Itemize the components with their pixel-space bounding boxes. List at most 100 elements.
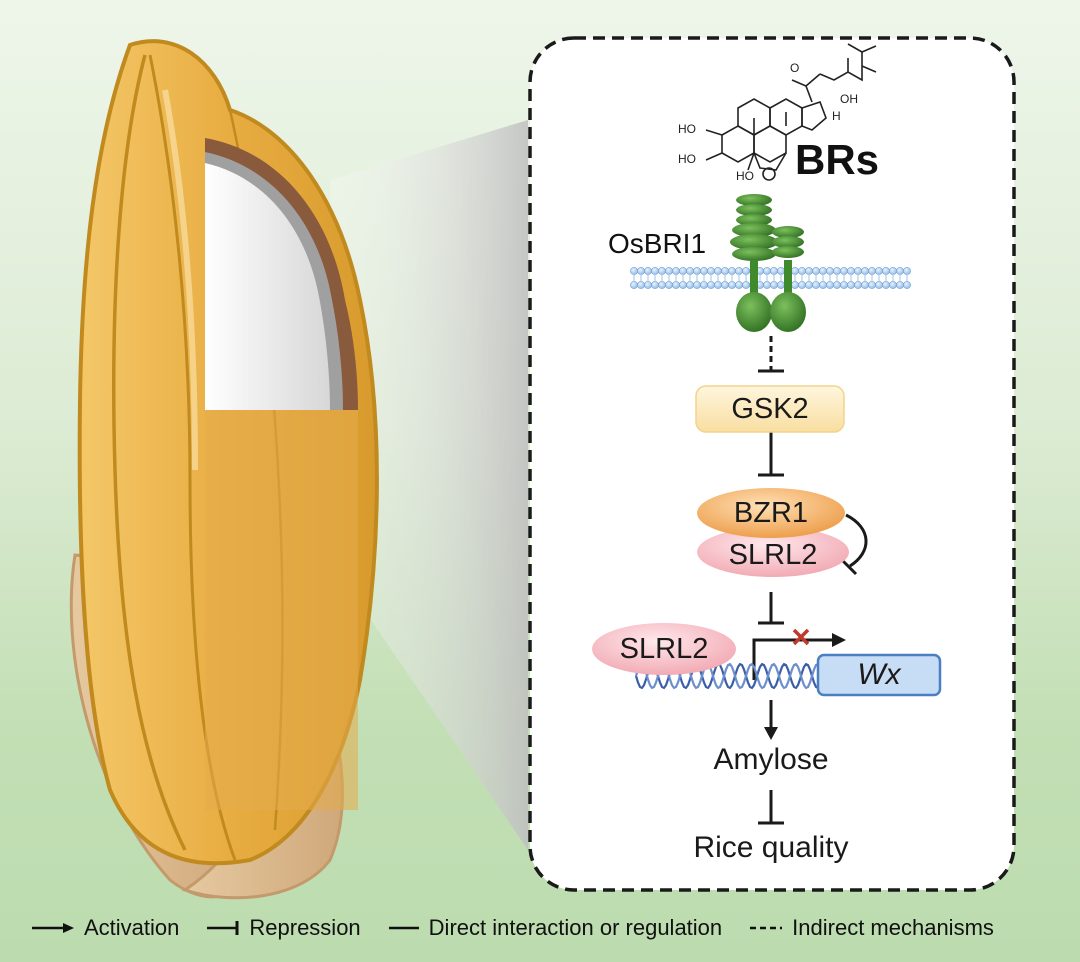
wx-amylose-arrowhead <box>764 727 778 740</box>
lipid-head <box>721 267 729 275</box>
rice-quality-label: Rice quality <box>693 831 849 864</box>
lipid-head <box>882 281 890 289</box>
legend-direct-label: Direct interaction or regulation <box>428 915 723 940</box>
lipid-head <box>812 267 820 275</box>
lipid-head <box>707 281 715 289</box>
lipid-head <box>658 267 666 275</box>
legend-activation-label: Activation <box>84 915 180 940</box>
legend: Activation Repression Direct interaction… <box>30 908 994 948</box>
lipid-head <box>651 281 659 289</box>
slrl2-dna-label: SLRL2 <box>619 632 709 665</box>
gsk2-box <box>695 385 845 433</box>
osbri1-receptor <box>730 194 806 332</box>
lipid-head <box>665 267 673 275</box>
lipid-head <box>861 267 869 275</box>
lipid-head <box>826 267 834 275</box>
lipid-head <box>903 267 911 275</box>
lipid-head <box>700 281 708 289</box>
lipid-head <box>644 281 652 289</box>
lipid-head <box>868 281 876 289</box>
lipid-head <box>854 267 862 275</box>
wx-gene-label: Wx <box>857 658 901 691</box>
lipid-head <box>686 281 694 289</box>
lipid-head <box>854 281 862 289</box>
lipid-head <box>896 267 904 275</box>
lipid-head <box>679 267 687 275</box>
legend-repression-label: Repression <box>249 915 361 940</box>
lipid-head <box>868 267 876 275</box>
lipid-head <box>700 267 708 275</box>
lipid-head <box>861 281 869 289</box>
lipid-head <box>721 281 729 289</box>
rice-grain <box>69 39 379 900</box>
lipid-head <box>686 267 694 275</box>
grain-highlight <box>162 89 198 471</box>
lipid-head <box>742 281 750 289</box>
lipid-head <box>805 267 813 275</box>
lipid-head <box>812 281 820 289</box>
lipid-head <box>672 281 680 289</box>
grain-ridge-1 <box>112 54 187 851</box>
slrl2-label: SLRL2 <box>728 538 818 571</box>
lipid-head <box>882 267 890 275</box>
activation-arrow-icon <box>32 923 74 933</box>
lipid-head <box>679 281 687 289</box>
lipid-head <box>798 281 806 289</box>
lipid-head <box>637 267 645 275</box>
slrl2-ellipse <box>697 527 849 577</box>
lipid-head <box>763 281 771 289</box>
wx-gene-box <box>816 653 942 697</box>
lipid-head <box>847 281 855 289</box>
lipid-head <box>630 267 638 275</box>
chem-ho-1: HO <box>678 122 696 136</box>
lipid-head <box>644 267 652 275</box>
lipid-head <box>833 281 841 289</box>
lipid-head <box>889 267 897 275</box>
lipid-head <box>672 267 680 275</box>
legend-repression: Repression <box>205 915 361 941</box>
block-x-mark <box>792 628 810 646</box>
lipid-head <box>903 281 911 289</box>
legend-direct: Direct interaction or regulation <box>387 915 722 941</box>
lipid-head <box>889 281 897 289</box>
lipid-head <box>742 267 750 275</box>
lipid-head <box>819 267 827 275</box>
lipid-head <box>875 267 883 275</box>
lipid-head <box>763 267 771 275</box>
chem-ho-2: HO <box>678 152 696 166</box>
lipid-head <box>707 267 715 275</box>
lipid-head <box>805 281 813 289</box>
lipid-head <box>840 281 848 289</box>
chem-o: O <box>790 61 799 75</box>
legend-activation: Activation <box>30 915 179 941</box>
lipid-head <box>630 281 638 289</box>
lipid-head <box>791 281 799 289</box>
dna-strand <box>634 662 831 690</box>
lipid-head <box>658 281 666 289</box>
lipid-head <box>665 281 673 289</box>
lipid-head <box>770 281 778 289</box>
lipid-head <box>735 281 743 289</box>
repression-bar-icon <box>207 921 239 935</box>
lipid-head <box>840 267 848 275</box>
legend-indirect: Indirect mechanisms <box>748 915 994 941</box>
bzr1-ellipse <box>697 488 845 538</box>
bzr1-self-repression-bar <box>840 558 858 576</box>
grain-cutaway-endosperm <box>205 163 330 410</box>
brs-label: BRs <box>795 136 880 183</box>
lipid-head <box>826 281 834 289</box>
lipid-head <box>714 267 722 275</box>
zoom-beam <box>330 120 528 850</box>
lipid-head <box>735 267 743 275</box>
chem-h: H <box>832 109 841 123</box>
cell-membrane <box>630 267 911 289</box>
lipid-head <box>714 281 722 289</box>
lipid-head <box>798 267 806 275</box>
lipid-head <box>728 281 736 289</box>
brassinolide-structure <box>705 43 877 181</box>
gsk2-label: GSK2 <box>731 392 809 425</box>
lipid-head <box>833 267 841 275</box>
lipid-head <box>777 281 785 289</box>
lipid-head <box>896 281 904 289</box>
